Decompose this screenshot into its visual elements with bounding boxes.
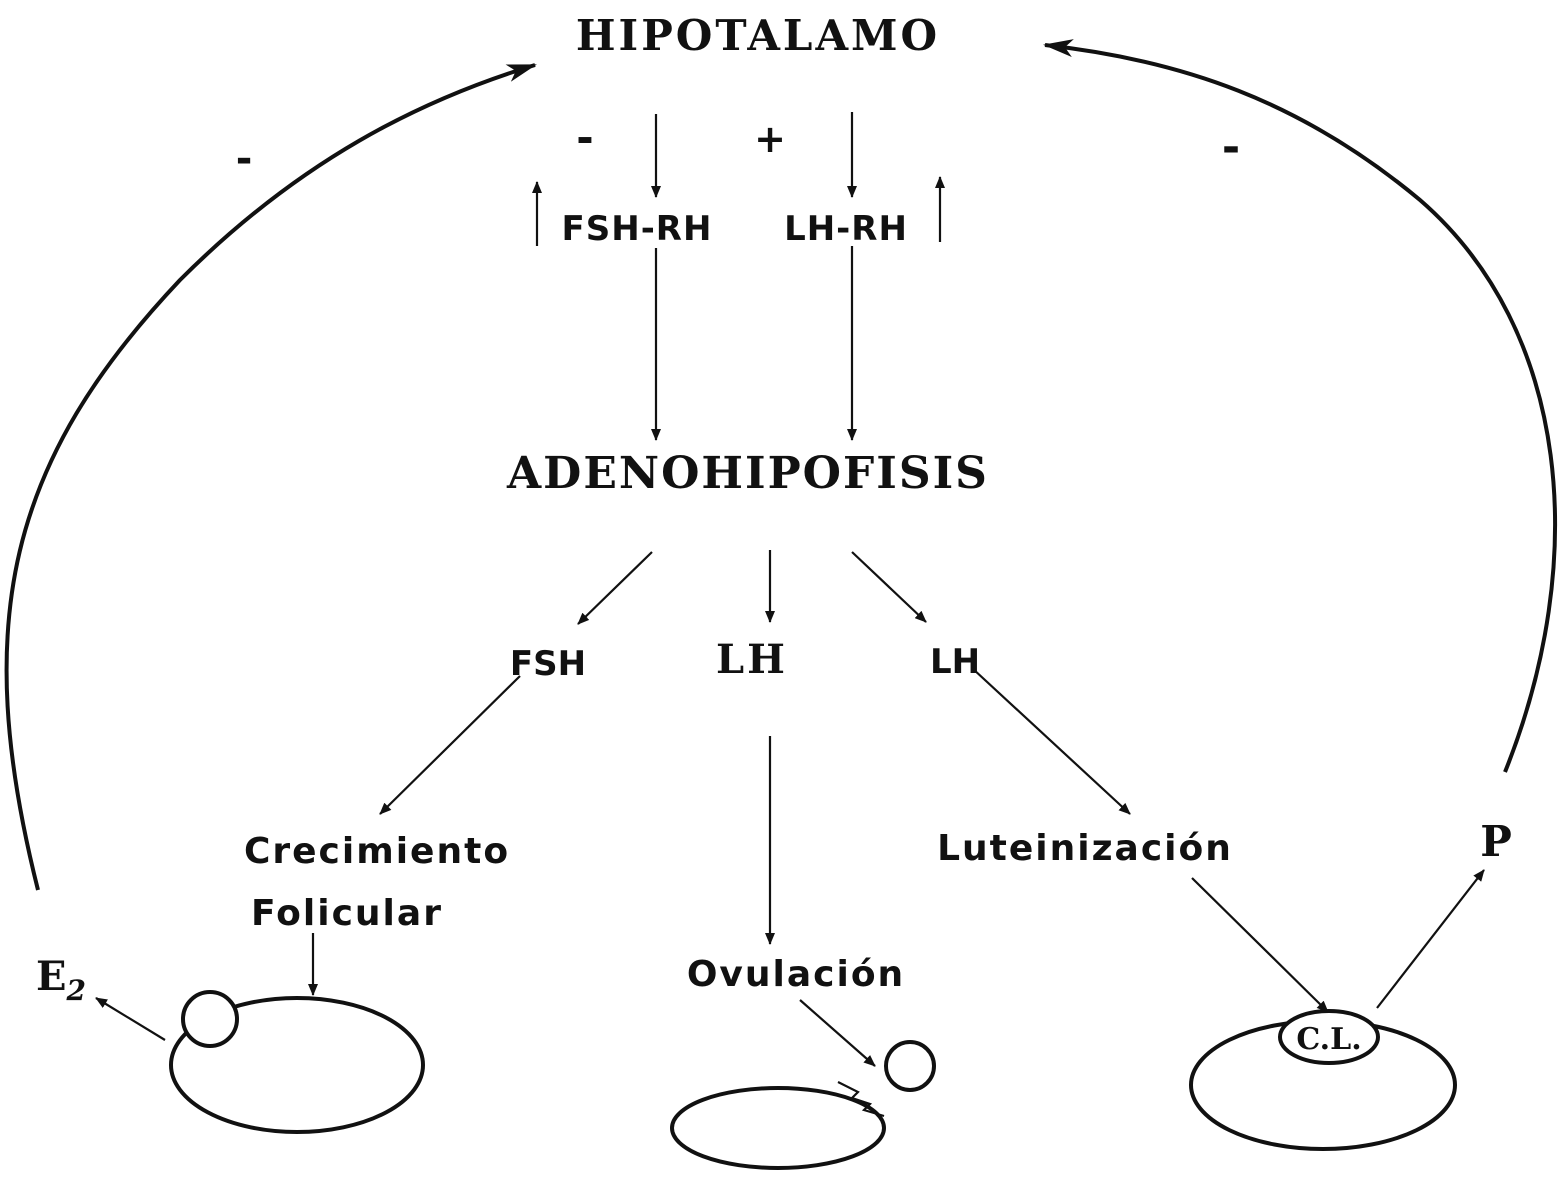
luteinization-label: Luteinización (937, 828, 1233, 869)
arrow-follicle-to-estradiol (96, 998, 165, 1040)
lh-center-label: LH (716, 636, 788, 683)
lh-rh-label: LH-RH (784, 209, 908, 249)
follicular-growth-label-line1: Crecimiento (244, 831, 510, 872)
released-oocyte (886, 1042, 934, 1090)
arrow-luteinization-to-corpus-luteum (1192, 878, 1328, 1012)
minus-sign-left-feedback: - (236, 136, 253, 182)
hypothalamus-label: HIPOTALAMO (576, 11, 940, 60)
estradiol-subscript: 2 (66, 974, 86, 1007)
adenohypophysis-label: ADENOHIPOFISIS (506, 448, 989, 499)
minus-sign-fsh-rh: - (576, 113, 593, 162)
arrow-lh-to-luteinization (972, 668, 1130, 814)
fsh-label: FSH (510, 644, 586, 684)
estradiol-letter: E (36, 953, 67, 1000)
follicular-growth-label-line2: Folicular (251, 893, 443, 934)
arrow-ovulation-to-oocyte (800, 1000, 875, 1066)
center-ovary (672, 1088, 884, 1168)
minus-sign-right-feedback: - (1222, 122, 1240, 173)
arrow-adenohypophysis-to-lh-right (852, 552, 926, 622)
arrow-adenohypophysis-to-fsh (578, 552, 652, 624)
arrow-fsh-to-follicular-growth (380, 676, 520, 814)
arrow-corpus-luteum-to-progesterone (1377, 870, 1484, 1008)
estradiol-label: E2 (36, 953, 86, 1007)
growing-follicle (183, 992, 237, 1046)
fsh-rh-label: FSH-RH (562, 209, 713, 249)
ovulation-label: Ovulación (687, 954, 905, 995)
lh-right-label: LH (930, 642, 980, 682)
corpus-luteum-label: C.L. (1296, 1022, 1361, 1057)
progesterone-label: P (1480, 817, 1512, 866)
right-negative-feedback-curve (1045, 45, 1555, 772)
plus-sign-lh-rh: + (754, 117, 786, 161)
left-negative-feedback-curve (7, 65, 535, 890)
